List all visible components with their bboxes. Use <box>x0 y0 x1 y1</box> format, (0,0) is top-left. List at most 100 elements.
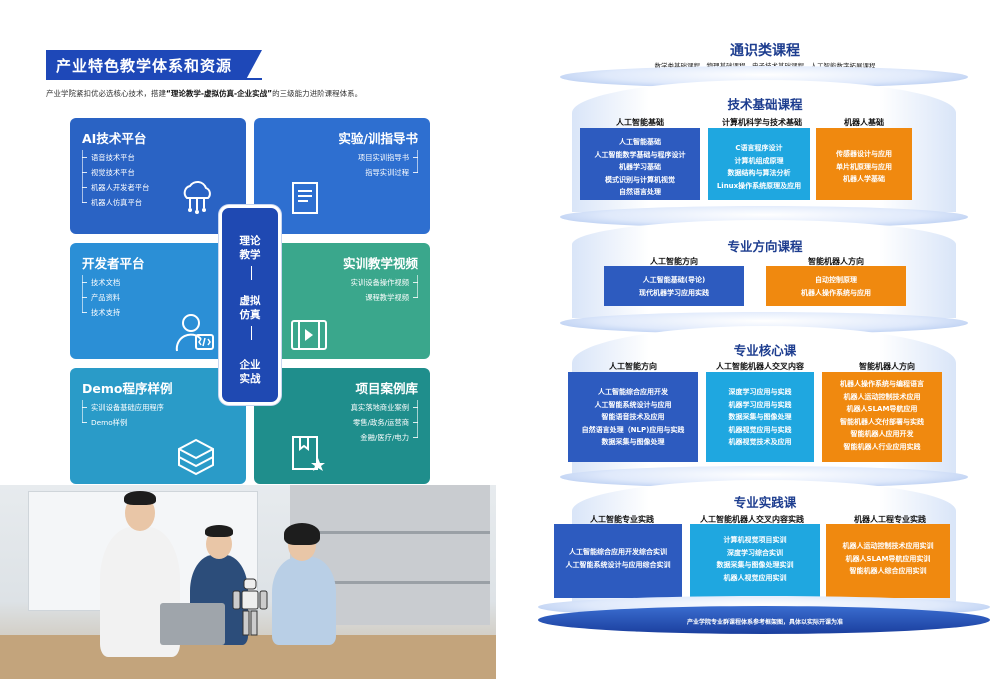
course-box: 计算机视觉项目实训 深度学习综合实训 数据采集与图像处理实训 机器人视觉应用实训 <box>690 524 820 598</box>
course-box: C语言程序设计 计算机组成原理 数据结构与算法分析 Linux操作系统原理及应用 <box>708 128 810 200</box>
list-item: 语音技术平台 <box>82 150 149 165</box>
card-demo-samples: Demo程序样例 实训设备基础应用程序 Demo样例 <box>70 368 246 484</box>
list-item: 机器人开发者平台 <box>82 180 149 195</box>
course-item: 单片机原理与应用 <box>836 162 892 171</box>
card-case-library: 项目案例库 真实落地商业案例 零售/政务/运营商 金融/医疗/电力 <box>254 368 430 484</box>
course-system-diagram: 通识类课程 数学类基础课程、物理基础课程、电子技术基础课程、人工智能数字拓展课程… <box>530 0 1000 679</box>
course-item: 自然语言处理（NLP)应用与实践 <box>581 425 685 434</box>
list-item: 实训设备操作视频 <box>351 275 419 290</box>
list-item: 零售/政务/运营商 <box>351 415 419 430</box>
course-item: 人工智能系统设计与应用 <box>594 400 672 409</box>
desk <box>0 635 496 679</box>
center-text: 虚拟 <box>239 295 261 307</box>
course-box: 传感器设计与应用 单片机原理与应用 机器人学基础 <box>816 128 912 200</box>
list-item: 实训设备基础应用程序 <box>82 400 164 415</box>
course-item: 机器人操作系统与应用 <box>801 288 871 297</box>
book-icon <box>292 182 318 214</box>
course-item: 机器人运动控制技术应用 <box>843 392 921 401</box>
section-title: 产业特色教学体系和资源 <box>56 57 233 75</box>
intro-prefix: 产业学院紧扣优必选核心技术，搭建 <box>46 89 166 98</box>
center-text: 实战 <box>239 373 261 385</box>
header-underline <box>46 78 262 80</box>
center-text: 理论 <box>239 235 261 247</box>
base-disc <box>538 606 990 634</box>
course-item: 机器人SLAM导航应用实训 <box>845 554 931 563</box>
person-hair <box>205 525 233 537</box>
tier-title: 技术基础课程 <box>727 97 803 112</box>
robot <box>232 578 268 636</box>
person-hair <box>284 523 320 545</box>
list-item: 项目实训指导书 <box>358 150 419 165</box>
tier-title: 专业核心课 <box>733 343 797 358</box>
tier-title: 专业实践课 <box>733 495 797 510</box>
course-item: Linux操作系统原理及应用 <box>716 181 802 190</box>
list-item: 技术文档 <box>82 275 120 290</box>
card-list: 项目实训指导书 指导实训过程 <box>358 150 419 180</box>
cloud-network-icon <box>183 181 211 214</box>
course-item: 模式识别与计算机视觉 <box>605 175 675 184</box>
course-box: 深度学习应用与实践 机器学习应用与实践 数据采集与图像处理 机器视觉应用与实践 … <box>706 372 814 462</box>
course-item: C语言程序设计 <box>735 144 783 152</box>
bookmark-star-icon <box>292 436 325 471</box>
course-box: 人工智能综合应用开发综合实训 人工智能系统设计与应用综合实训 <box>554 524 682 598</box>
course-item: 人工智能数学基础与程序设计 <box>594 150 686 159</box>
center-divider <box>251 326 252 340</box>
column-head: 人工智能基础 <box>616 118 664 127</box>
course-item: 数据采集与图像处理 <box>728 413 792 421</box>
person <box>272 557 336 645</box>
card-list: 语音技术平台 视觉技术平台 机器人开发者平台 机器人仿真平台 <box>82 150 149 210</box>
general-title: 通识类课程 <box>730 43 800 59</box>
course-item: 智能机器人行业应用实践 <box>843 442 921 451</box>
course-item: 数据采集与图像处理实训 <box>716 561 794 569</box>
cube-icon <box>178 438 214 476</box>
course-item: 自动控制原理 <box>815 276 857 284</box>
center-divider <box>251 266 252 280</box>
column-head: 人工智能机器人交叉内容 <box>716 362 804 371</box>
card-title: Demo程序样例 <box>82 381 173 396</box>
course-item: 机器视觉技术及应用 <box>728 438 792 446</box>
course-item: 智能机器人应用开发 <box>850 430 914 438</box>
course-item: 人工智能基础 <box>619 138 661 146</box>
card-title: 实验/训指导书 <box>338 131 418 146</box>
person-hair <box>124 491 156 505</box>
card-list: 实训设备基础应用程序 Demo样例 <box>82 400 164 430</box>
list-item: 真实落地商业案例 <box>351 400 419 415</box>
course-item: 机器视觉应用与实践 <box>728 425 792 434</box>
course-item: 深度学习综合实训 <box>727 548 783 557</box>
course-item: 自然语言处理 <box>619 188 661 196</box>
list-item: 课程教学视频 <box>351 290 419 305</box>
center-text: 教学 <box>239 249 261 261</box>
course-item: 智能语音技术及应用 <box>601 413 665 421</box>
card-title: 开发者平台 <box>82 256 145 271</box>
list-item: 技术支持 <box>82 305 120 320</box>
course-item: 人工智能系统设计与应用综合实训 <box>565 560 671 569</box>
platform-disc <box>560 206 968 228</box>
column-head: 智能机器人方向 <box>859 362 915 371</box>
column-head: 人工智能方向 <box>650 257 698 266</box>
course-item: 机器人运动控制技术应用实训 <box>842 542 934 550</box>
tier-title: 专业方向课程 <box>727 239 803 254</box>
course-item: 人工智能基础(导论) <box>642 276 706 284</box>
footnote: 产业学院专业群课程体系参考框架图，具体以实际开课为准 <box>686 619 843 626</box>
list-item: 视觉技术平台 <box>82 165 149 180</box>
platform-disc <box>560 66 968 88</box>
course-item: 智能机器人交付部署与实践 <box>840 417 924 426</box>
course-box: 人工智能基础 人工智能数学基础与程序设计 机器学习基础 模式识别与计算机视觉 自… <box>580 128 700 200</box>
intro-suffix: 的三级能力进阶课程体系。 <box>272 89 363 98</box>
course-box: 人工智能基础(导论) 现代机器学习应用实践 <box>604 266 744 306</box>
list-item: 产品资料 <box>82 290 120 305</box>
list-item: 指导实训过程 <box>358 165 419 180</box>
card-developer-platform: 开发者平台 技术文档 产品资料 技术支持 <box>70 243 246 359</box>
course-item: 机器人视觉应用实训 <box>723 573 787 582</box>
card-list: 真实落地商业案例 零售/政务/运营商 金融/医疗/电力 <box>351 400 419 445</box>
course-item: 机器人SLAM导航应用 <box>846 405 918 413</box>
course-item: 人工智能综合应用开发 <box>598 388 668 396</box>
course-item: 智能机器人综合应用实训 <box>849 567 927 575</box>
center-text: 企业 <box>239 359 261 371</box>
video-icon <box>291 320 327 350</box>
laptop <box>160 603 225 645</box>
course-box: 自动控制原理 机器人操作系统与应用 <box>766 266 906 306</box>
list-item: 金融/医疗/电力 <box>351 430 419 445</box>
course-item: 数据采集与图像处理 <box>601 438 665 446</box>
card-title: 项目案例库 <box>355 381 418 396</box>
